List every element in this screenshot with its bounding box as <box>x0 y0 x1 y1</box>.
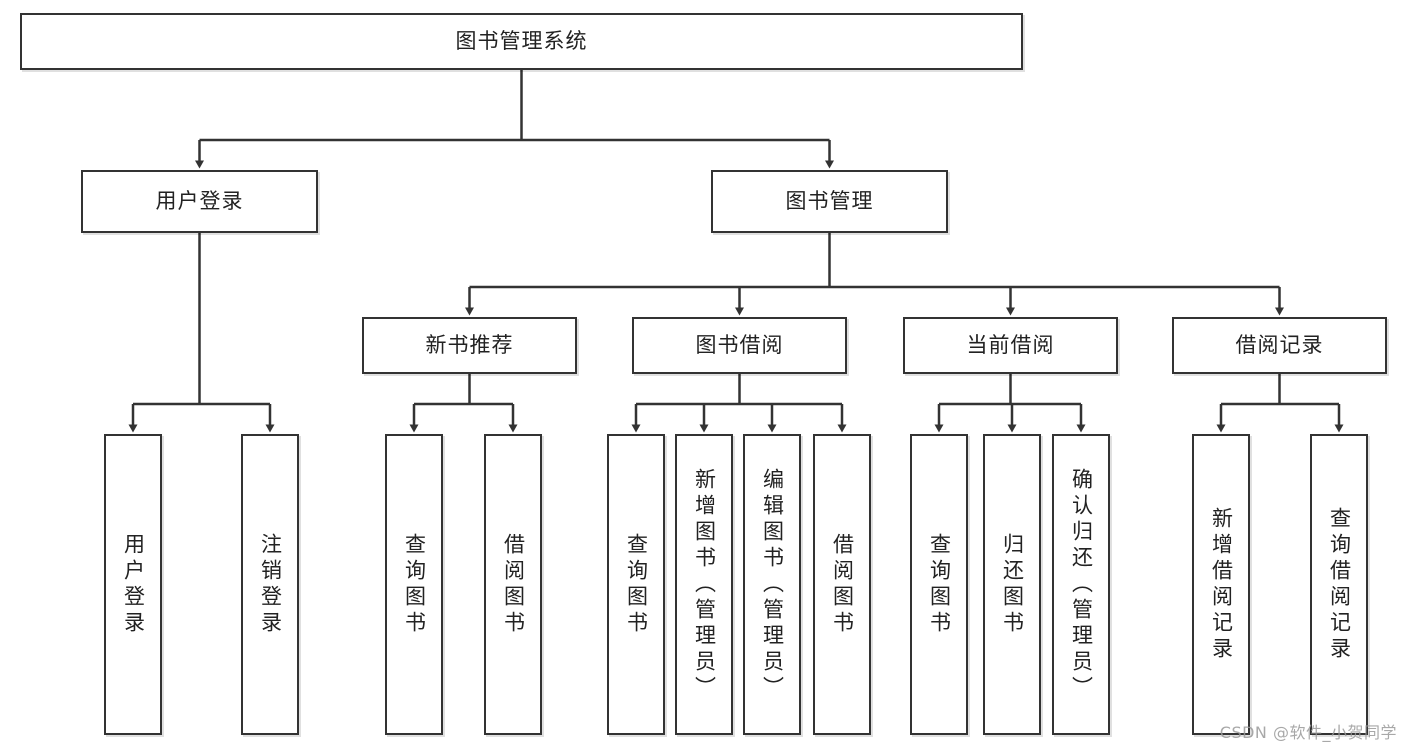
node-label-borrow: 图书借阅 <box>695 332 784 357</box>
node-label-login: 用户登录 <box>155 188 244 213</box>
node-l_bk_query[interactable]: 查询图书 <box>607 434 665 735</box>
node-bookmgmt[interactable]: 图书管理 <box>711 170 948 233</box>
node-label-l_nb_borrow: 借阅图书 <box>501 532 526 637</box>
node-l_cu_query[interactable]: 查询图书 <box>910 434 968 735</box>
node-label-newbook: 新书推荐 <box>425 332 514 357</box>
watermark: CSDN @软件_小贺同学 <box>1219 723 1397 742</box>
node-label-l_bk_edit: 编辑图书（管理员） <box>760 467 785 702</box>
node-l_bk_edit[interactable]: 编辑图书（管理员） <box>743 434 801 735</box>
node-l_logout[interactable]: 注销登录 <box>241 434 299 735</box>
node-label-bookmgmt: 图书管理 <box>785 188 874 213</box>
node-borrow[interactable]: 图书借阅 <box>632 317 847 374</box>
node-l_nb_query[interactable]: 查询图书 <box>385 434 443 735</box>
node-l_cu_conf[interactable]: 确认归还（管理员） <box>1052 434 1110 735</box>
node-label-l_logout: 注销登录 <box>258 532 283 637</box>
node-l_bk_add[interactable]: 新增图书（管理员） <box>675 434 733 735</box>
node-l_nb_borrow[interactable]: 借阅图书 <box>484 434 542 735</box>
node-label-l_cu_query: 查询图书 <box>927 532 952 637</box>
node-l_bk_lend[interactable]: 借阅图书 <box>813 434 871 735</box>
node-label-l_rc_add: 新增借阅记录 <box>1209 506 1234 663</box>
node-records[interactable]: 借阅记录 <box>1172 317 1387 374</box>
node-label-l_cu_conf: 确认归还（管理员） <box>1069 467 1094 702</box>
node-l_cu_ret[interactable]: 归还图书 <box>983 434 1041 735</box>
node-label-records: 借阅记录 <box>1235 332 1324 357</box>
node-label-l_bk_lend: 借阅图书 <box>830 532 855 637</box>
node-label-current: 当前借阅 <box>966 332 1055 357</box>
node-l_rc_add[interactable]: 新增借阅记录 <box>1192 434 1250 735</box>
node-label-l_cu_ret: 归还图书 <box>1000 532 1025 637</box>
node-label-l_login: 用户登录 <box>121 532 146 637</box>
node-label-l_nb_query: 查询图书 <box>402 532 427 637</box>
node-label-root: 图书管理系统 <box>455 28 588 53</box>
node-current[interactable]: 当前借阅 <box>903 317 1118 374</box>
node-newbook[interactable]: 新书推荐 <box>362 317 577 374</box>
node-label-l_rc_query: 查询借阅记录 <box>1327 506 1352 663</box>
node-label-l_bk_add: 新增图书（管理员） <box>692 467 717 702</box>
node-login[interactable]: 用户登录 <box>81 170 318 233</box>
node-label-l_bk_query: 查询图书 <box>624 532 649 637</box>
node-root[interactable]: 图书管理系统 <box>20 13 1023 70</box>
node-l_rc_query[interactable]: 查询借阅记录 <box>1310 434 1368 735</box>
node-l_login[interactable]: 用户登录 <box>104 434 162 735</box>
